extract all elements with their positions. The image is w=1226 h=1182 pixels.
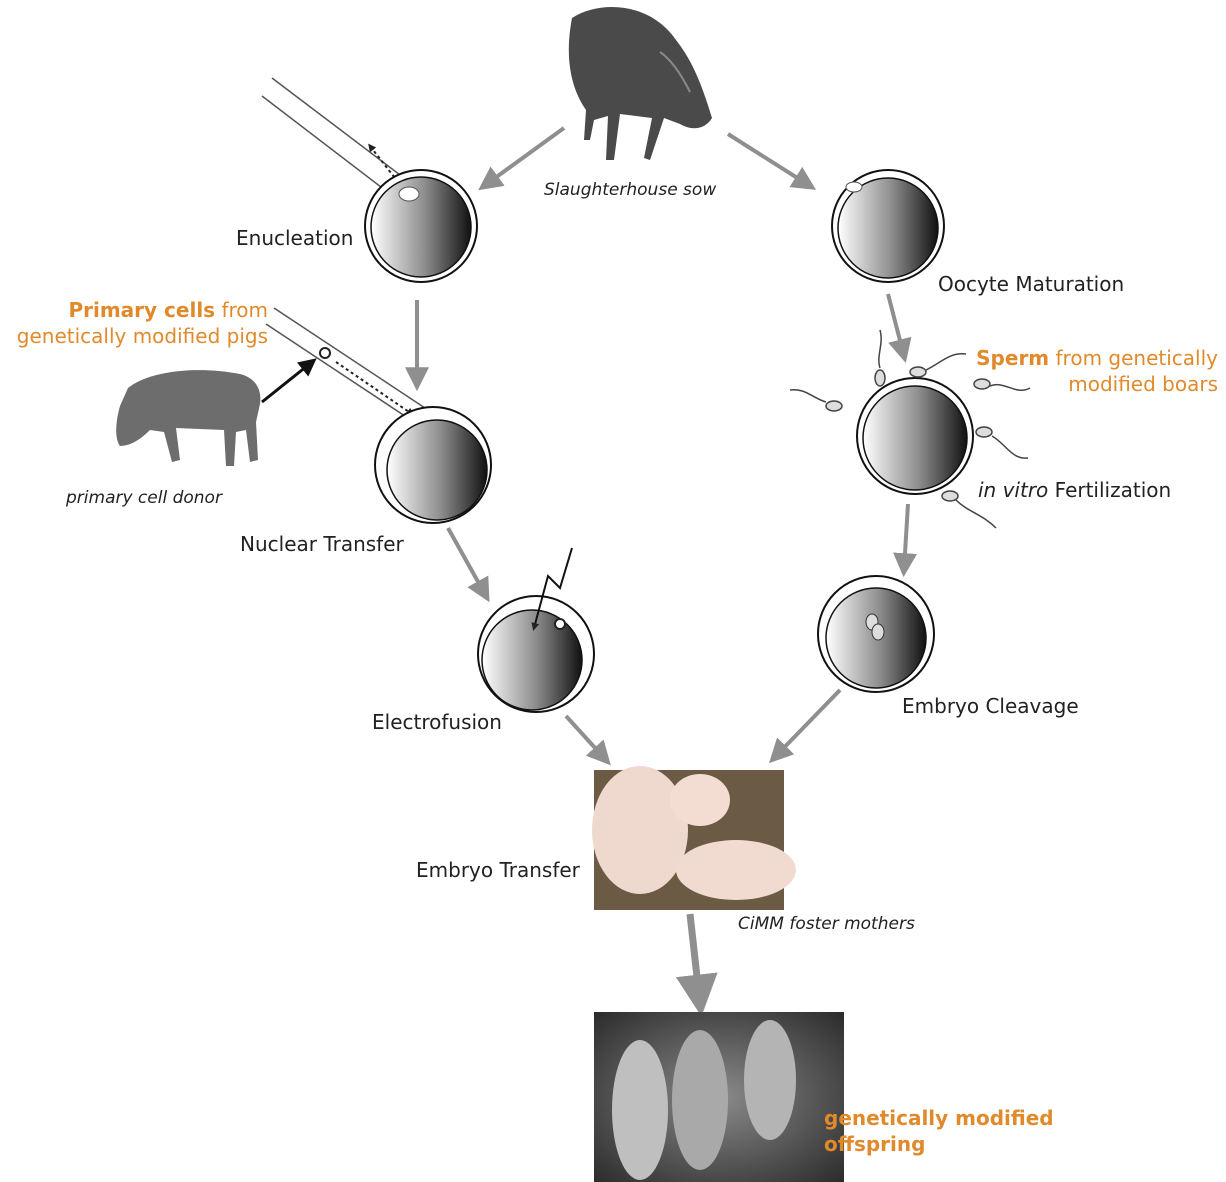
label-primary-cells-line1: Primary cells from xyxy=(0,298,268,322)
enucleation-cell xyxy=(365,170,477,282)
label-nuclear-transfer: Nuclear Transfer xyxy=(240,532,404,556)
label-sperm-line1: Sperm from genetically xyxy=(900,346,1218,370)
label-sperm-bold: Sperm xyxy=(976,346,1049,370)
sow-icon xyxy=(569,7,712,160)
label-sperm-rest: from genetically xyxy=(1049,346,1218,370)
donor-pig-icon xyxy=(116,370,260,466)
label-primary-cells-line2: genetically modified pigs xyxy=(0,324,268,348)
nuclear-transfer-pipette-icon xyxy=(266,308,428,426)
label-primary-cells-rest: from xyxy=(215,298,268,322)
label-ivf-italic: in vitro xyxy=(978,478,1048,502)
label-sperm-line2: modified boars xyxy=(900,372,1218,396)
offspring-photo xyxy=(594,1012,844,1182)
label-ivf-rest: Fertilization xyxy=(1048,478,1171,502)
label-offspring-line1: genetically modified xyxy=(824,1106,1054,1130)
label-slaughterhouse-sow: Slaughterhouse sow xyxy=(544,180,716,200)
label-enucleation: Enucleation xyxy=(236,226,353,250)
label-primary-cell-donor: primary cell donor xyxy=(66,488,222,508)
label-offspring-line2: offspring xyxy=(824,1132,925,1156)
label-embryo-transfer: Embryo Transfer xyxy=(416,858,580,882)
label-primary-cells-bold: Primary cells xyxy=(68,298,215,322)
label-foster-mothers: CiMM foster mothers xyxy=(738,914,915,934)
label-oocyte-maturation: Oocyte Maturation xyxy=(938,272,1124,296)
label-electrofusion: Electrofusion xyxy=(372,710,502,734)
donor-arrow xyxy=(262,362,312,402)
foster-mothers-photo xyxy=(592,766,796,910)
label-embryo-cleavage: Embryo Cleavage xyxy=(902,694,1079,718)
nuclear-transfer-cell xyxy=(375,407,491,523)
oocyte-maturation-cell xyxy=(832,170,944,282)
label-ivf: in vitro Fertilization xyxy=(978,478,1171,502)
embryo-cleavage-cell xyxy=(818,576,934,692)
electrofusion-cell xyxy=(478,548,594,712)
